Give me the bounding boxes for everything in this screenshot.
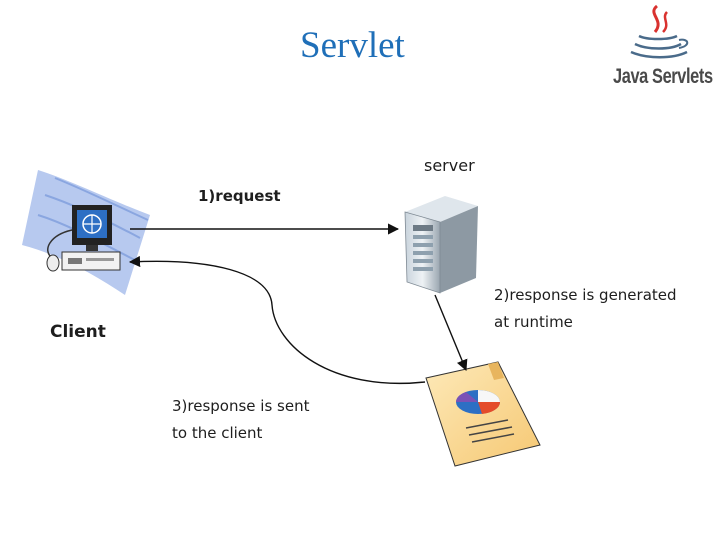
client-label: Client xyxy=(50,322,106,342)
response-document-icon xyxy=(425,361,541,467)
java-servlets-logo-text: Java Servlets xyxy=(613,65,713,88)
step2-line1: 2)response is generated xyxy=(494,286,677,304)
step2-line2: at runtime xyxy=(494,313,573,331)
step3-line2: to the client xyxy=(172,424,263,442)
server-tower-icon xyxy=(404,196,478,294)
response-arrow xyxy=(128,255,426,384)
java-logo-icon xyxy=(630,4,689,59)
generate-arrow xyxy=(434,294,468,372)
step3-line1: 3)response is sent xyxy=(172,397,310,415)
client-computer-icon xyxy=(22,170,150,295)
slide-title: Servlet xyxy=(300,25,405,66)
server-label: server xyxy=(424,156,475,175)
request-label: 1)request xyxy=(198,187,281,205)
